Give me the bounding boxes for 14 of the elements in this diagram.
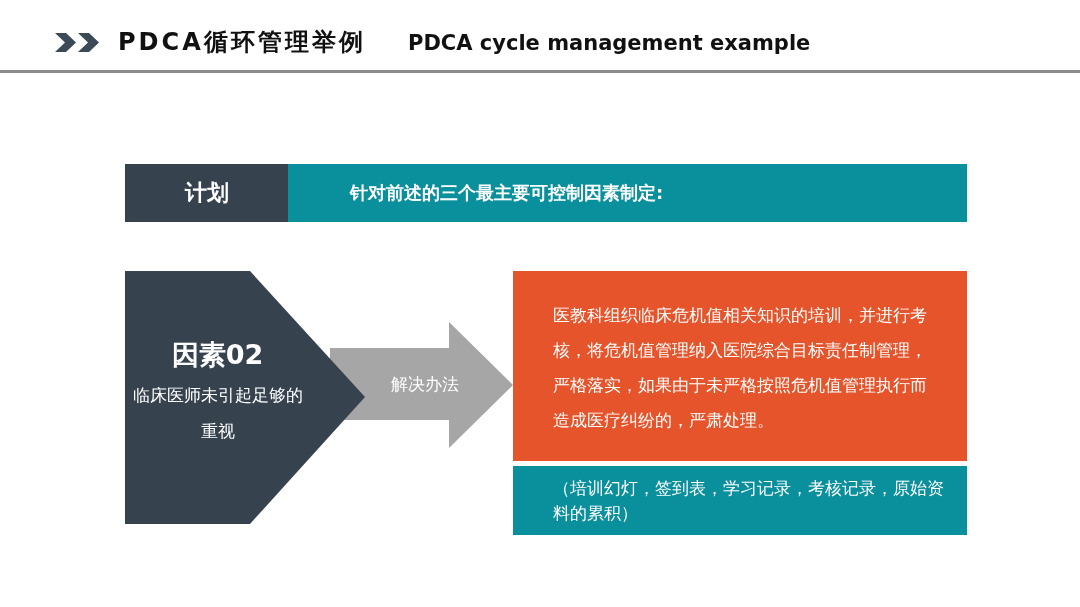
banner-text: 针对前述的三个最主要可控制因素制定:: [350, 181, 665, 205]
evidence-box: [513, 466, 967, 535]
factor-description: 临床医师未引起足够的重视: [132, 383, 303, 443]
heading-banner: [288, 164, 967, 222]
evidence-text: （培训幻灯，签到表，学习记录，考核记录，原始资料的累积）: [553, 476, 945, 525]
solution-box: [513, 271, 967, 461]
solution-text: 医教科组织临床危机值相关知识的培训，并进行考核，将危机值管理纳入医院综合目标责任制管理，严格落实，如果由于未严格按照危机值管理执行而造成医疗纠纷的，严肃处理。: [553, 304, 928, 432]
phase-label-box: [125, 164, 288, 222]
factor-title: 因素02: [171, 337, 264, 372]
factor-chevron: [125, 271, 365, 524]
phase-label: 计划: [183, 179, 230, 207]
page-title: PDCA循环管理举例: [118, 27, 366, 58]
edge-label: 解决办法: [390, 373, 460, 396]
subtitle: PDCA cycle management example: [408, 31, 811, 55]
